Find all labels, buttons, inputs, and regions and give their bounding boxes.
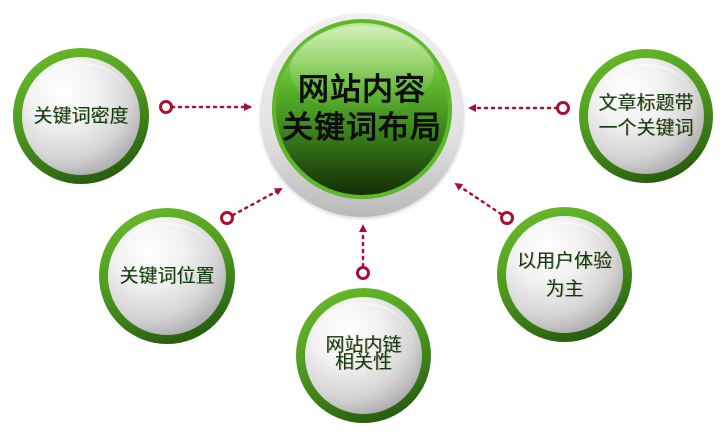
node-keyword-density: 关键词密度 (13, 48, 149, 184)
node-face: 网站内链 相关性 (305, 297, 422, 414)
node-label: 关键词位置 (119, 264, 214, 289)
node-label-line1: 网站内链 (325, 333, 402, 356)
node-label-line2: 相关性 (334, 350, 392, 373)
node-label-line1: 文章标题带 (598, 92, 694, 114)
connector-user-experience (454, 182, 514, 225)
node-internal-link-relevance: 网站内链 相关性 (296, 288, 431, 423)
node-label: 网站内链 相关性 (325, 333, 402, 373)
ring-origin-icon (220, 211, 234, 225)
center-title: 网站内容 关键词布局 (282, 71, 442, 147)
node-label-line2: 一个关键词 (598, 117, 694, 139)
node-title-keyword: 文章标题带 一个关键词 (579, 49, 713, 183)
connector-internal-link (356, 224, 370, 280)
node-label-line1: 以用户体验 (516, 249, 612, 272)
center-title-line2: 关键词布局 (282, 110, 442, 146)
node-face: 关键词位置 (108, 217, 226, 335)
connector-keyword-density (159, 100, 252, 114)
center-node-inner: 网站内容 关键词布局 (272, 19, 452, 199)
connector-title-keyword (468, 101, 570, 115)
ring-origin-icon (356, 266, 370, 280)
node-label-line1: 关键词密度 (33, 104, 129, 127)
node-label-line1: 关键词位置 (119, 264, 215, 287)
center-node: 网站内容 关键词布局 (260, 13, 464, 217)
node-user-experience: 以用户体验 为主 (497, 207, 632, 342)
node-face: 文章标题带 一个关键词 (588, 58, 704, 174)
ring-origin-icon (159, 100, 173, 114)
node-face: 关键词密度 (22, 57, 140, 175)
node-face: 以用户体验 为主 (506, 216, 623, 333)
node-label: 以用户体验 为主 (517, 247, 612, 303)
ring-origin-icon (500, 211, 514, 225)
node-label: 关键词密度 (33, 104, 128, 129)
node-label: 文章标题带 一个关键词 (598, 91, 693, 141)
ring-origin-icon (556, 101, 570, 115)
node-label-line2: 为主 (545, 277, 584, 300)
center-title-line1: 网站内容 (298, 72, 426, 108)
node-keyword-position: 关键词位置 (99, 208, 235, 344)
connector-keyword-position (220, 187, 283, 225)
